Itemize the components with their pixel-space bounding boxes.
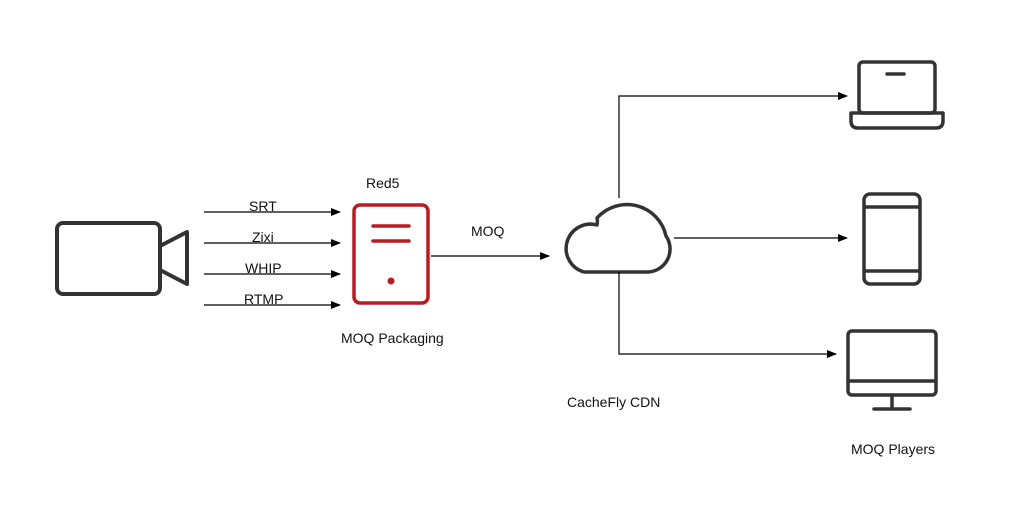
server-caption: MOQ Packaging xyxy=(341,330,444,346)
protocol-label-zixi: Zixi xyxy=(252,229,274,245)
cdn-label: CacheFly CDN xyxy=(567,394,661,410)
desktop-monitor-icon xyxy=(846,329,938,411)
cdn-arrow-desktop xyxy=(618,272,837,358)
laptop-icon xyxy=(849,60,945,130)
cdn-arrow-laptop xyxy=(618,92,848,198)
cloud-icon xyxy=(564,202,672,274)
server-title: Red5 xyxy=(366,175,400,191)
protocol-label-srt: SRT xyxy=(249,198,277,214)
protocol-label-rtmp: RTMP xyxy=(244,291,284,307)
server-icon xyxy=(352,203,430,305)
players-label: MOQ Players xyxy=(851,441,936,457)
moq-link-label: MOQ xyxy=(471,223,505,239)
protocol-label-whip: WHIP xyxy=(245,260,282,276)
video-camera-icon xyxy=(55,221,189,296)
smartphone-icon xyxy=(862,192,922,286)
server-status-dot xyxy=(387,277,395,285)
